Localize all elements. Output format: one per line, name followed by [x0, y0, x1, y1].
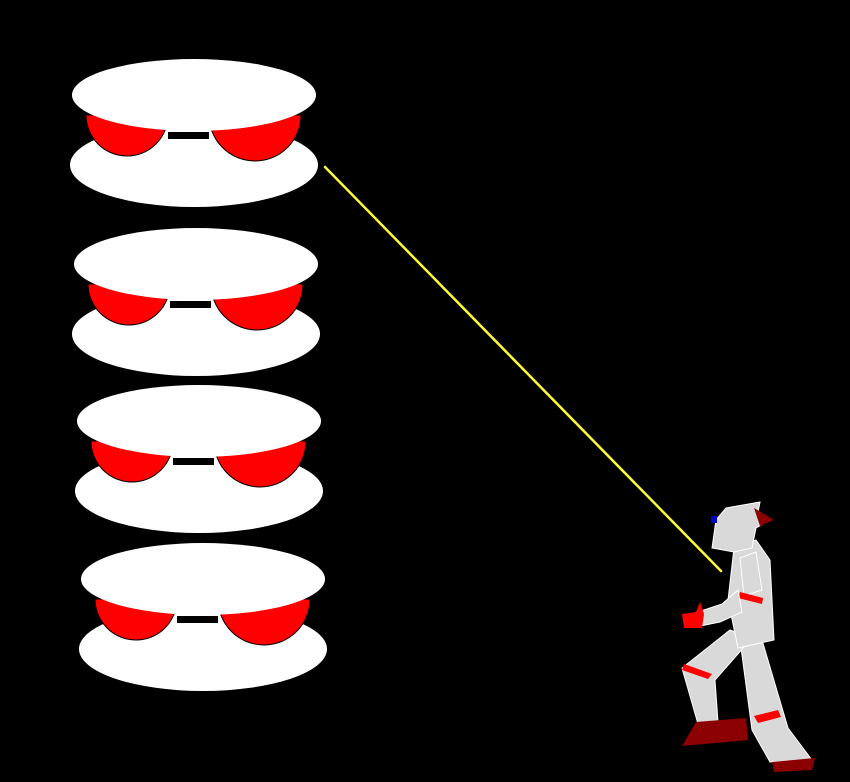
robot-belt — [738, 592, 763, 604]
robot-back-boot — [772, 758, 815, 772]
saucer-gap — [170, 301, 211, 308]
saucer-gap — [177, 616, 218, 623]
robot-fist — [682, 602, 704, 628]
robot-back-knee — [754, 710, 781, 723]
saucer-upper-hull — [74, 228, 318, 300]
laser-layer — [323, 165, 723, 573]
saucer-gap — [173, 458, 214, 465]
saucer-enemy[interactable] — [70, 59, 318, 207]
robot-icon[interactable] — [681, 501, 815, 772]
saucer-gap — [168, 132, 209, 139]
saucer-enemy[interactable] — [72, 228, 320, 376]
player-layer — [681, 501, 815, 772]
robot-visor — [711, 516, 717, 523]
robot-chest-plate — [739, 551, 763, 597]
saucer-enemy[interactable] — [79, 543, 327, 691]
robot-front-boot — [682, 718, 748, 746]
saucer-upper-hull — [77, 385, 321, 457]
laser-beam — [323, 165, 723, 573]
saucer-upper-hull — [72, 59, 316, 131]
robot-helmet-fin — [754, 508, 774, 526]
saucer-upper-hull — [81, 543, 325, 615]
saucer-enemy[interactable] — [75, 385, 323, 533]
robot-front-knee — [682, 664, 712, 679]
enemy-formation — [70, 59, 327, 691]
